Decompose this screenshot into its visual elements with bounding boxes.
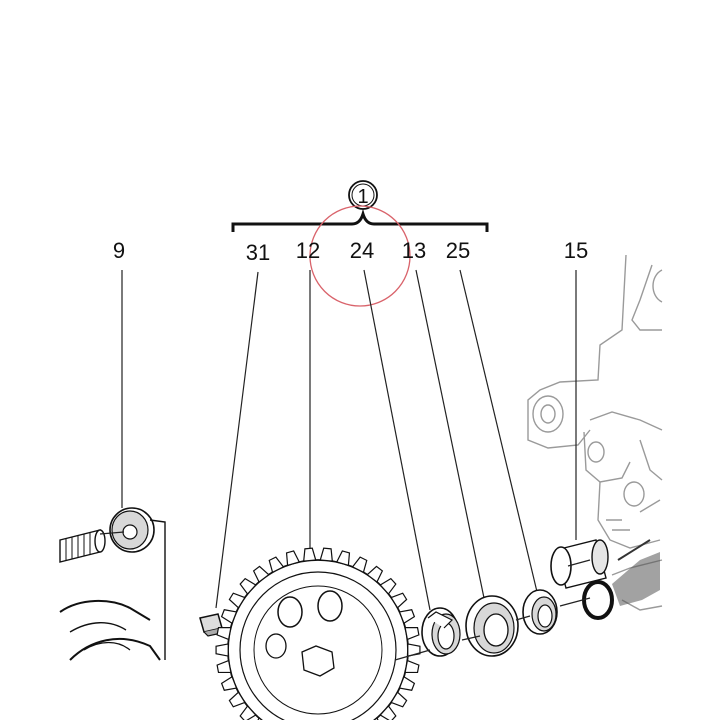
gear-tooth [220,609,238,625]
part-15-axis [567,559,591,567]
leader-lines [121,269,577,611]
gear-tooth [303,547,317,562]
gear-tooth [398,609,416,625]
gear-tooth [228,691,246,708]
gear-tooth [390,691,408,708]
callout-9: 9 [113,238,125,263]
gear-tooth [379,577,397,595]
part-13-ring [465,595,519,657]
group-marker-label: 1 [357,186,368,208]
part-9-stud [59,529,106,563]
gear-tooth [398,675,416,691]
gear-tooth [220,675,238,691]
part-9-washer [109,507,155,553]
gear-tooth [239,705,257,720]
part-12-gear [215,547,421,720]
part-24-split-bushing [421,607,461,657]
gear-tooth [319,547,333,562]
callout-13: 13 [402,238,426,263]
assembly-axis [394,597,591,661]
callout-15: 15 [564,238,588,263]
highlight-circle [309,205,411,307]
gear-tooth [285,550,301,567]
group-marker-circle: 1 [348,180,378,210]
gear-tooth [366,565,384,583]
part-9-axis [99,531,125,535]
gear-tooth [228,592,246,609]
gear-tooth [268,556,285,574]
gear-tooth [216,659,232,674]
callout-25: 25 [446,238,470,263]
gear-tooth [390,592,408,609]
gear-tooth [252,565,270,583]
gear-tooth [215,643,229,657]
gear-tooth [335,550,351,567]
gear-tooth [379,705,397,720]
part-15-cylinder [550,539,609,589]
callout-31: 31 [246,240,270,265]
gear-tooth [351,556,368,574]
gear-tooth [407,643,421,657]
left-housing [59,519,166,661]
callout-24: 24 [350,238,374,263]
gear-tooth [404,659,420,674]
gear-tooth [404,626,420,641]
group-bracket [231,208,489,232]
callout-12: 12 [296,238,320,263]
gear-tooth [239,577,257,595]
gear-tooth [216,626,232,641]
part-15-o-ring [582,580,614,620]
part-25-spacer [522,589,558,635]
housing-detail [612,539,660,606]
